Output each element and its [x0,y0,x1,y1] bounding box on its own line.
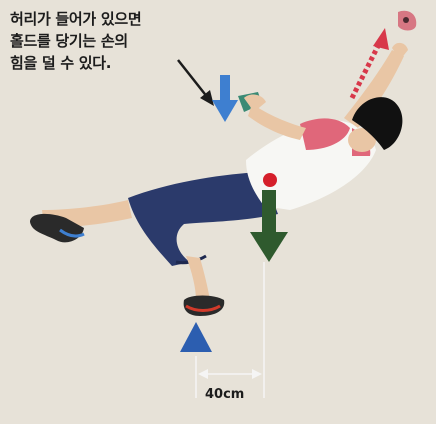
center-of-gravity-dot [263,173,277,187]
right-hand [392,42,408,60]
left-hand [244,94,266,112]
distance-label: 40cm [205,387,245,402]
foot-triangle-icon [180,322,212,352]
left-arm [248,104,306,140]
caption-line: 홀드를 당기는 손의 [10,32,128,50]
pointer-arrow-icon [177,59,214,106]
gravity-down-arrow-icon [250,190,288,262]
right-shoe [183,295,225,316]
caption-line: 허리가 들어가 있으면 [10,10,142,28]
hold-right-bolt [403,17,409,23]
right-shoe-accent [185,304,221,312]
waist-down-arrow-icon [212,75,238,122]
right-leg [186,256,210,300]
dimension-line [198,369,262,379]
left-shoe-accent [59,228,85,238]
head [348,97,403,152]
caption: 허리가 들어가 있으면 홀드를 당기는 손의 힘을 덜 수 있다. [10,8,142,74]
caption-line: 힘을 덜 수 있다. [10,54,112,72]
pull-up-arrow-icon [349,28,389,100]
